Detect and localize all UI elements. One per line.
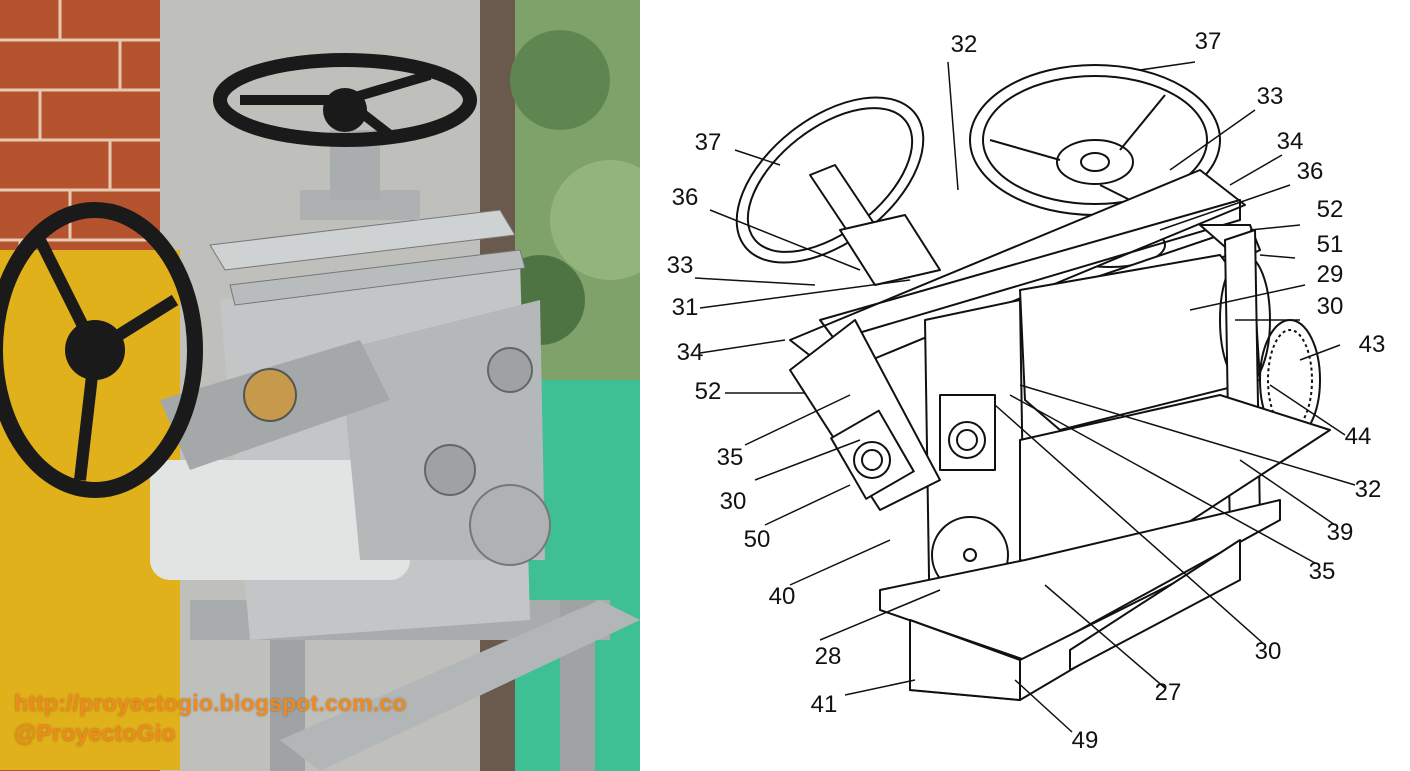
callout-37-left: 37 bbox=[694, 129, 722, 156]
roller bbox=[150, 460, 410, 580]
callout-30-right: 30 bbox=[1316, 293, 1344, 320]
front-handwheel bbox=[0, 202, 203, 498]
base-plate bbox=[879, 499, 1281, 661]
callout-35-left: 35 bbox=[716, 444, 744, 471]
callout-32-right: 32 bbox=[1354, 476, 1382, 503]
callout-35-right: 35 bbox=[1308, 558, 1336, 585]
machine-photo: http://proyectogio.blogspot.com.co @Proy… bbox=[0, 0, 640, 771]
callout-34-right: 34 bbox=[1276, 128, 1304, 155]
callout-32-top: 32 bbox=[950, 31, 978, 58]
callout-50: 50 bbox=[743, 526, 771, 553]
top-handwheel bbox=[213, 53, 477, 147]
tray-drawing bbox=[1019, 394, 1331, 581]
callout-36-right: 36 bbox=[1296, 158, 1324, 185]
diagram-drawing bbox=[694, 61, 1356, 733]
callout-29: 29 bbox=[1316, 261, 1344, 288]
callout-39: 39 bbox=[1326, 519, 1354, 546]
callout-49: 49 bbox=[1071, 727, 1099, 754]
callout-44: 44 bbox=[1344, 423, 1372, 450]
callout-40: 40 bbox=[768, 583, 796, 610]
callout-30-bottom: 30 bbox=[1254, 638, 1282, 665]
callout-37-right: 37 bbox=[1194, 28, 1222, 55]
callout-28: 28 bbox=[814, 643, 842, 670]
callout-51: 51 bbox=[1316, 231, 1344, 258]
base-block bbox=[909, 619, 1021, 701]
callout-43: 43 bbox=[1358, 331, 1386, 358]
watermark-handle: @ProyectoGio bbox=[14, 720, 176, 746]
callout-52-right: 52 bbox=[1316, 196, 1344, 223]
callout-41: 41 bbox=[810, 691, 838, 718]
side-disc bbox=[469, 484, 551, 566]
machine-photo-illustration bbox=[0, 0, 640, 771]
callout-27: 27 bbox=[1154, 679, 1182, 706]
top-plate bbox=[209, 209, 516, 271]
callout-33-right: 33 bbox=[1256, 83, 1284, 110]
callout-30-left: 30 bbox=[719, 488, 747, 515]
callout-31: 31 bbox=[671, 294, 699, 321]
callout-36-left: 36 bbox=[671, 184, 699, 211]
exploded-diagram: 32 37 37 33 34 36 36 52 51 29 30 33 31 3… bbox=[640, 0, 1410, 771]
callout-33-left: 33 bbox=[666, 252, 694, 279]
watermark-url: http://proyectogio.blogspot.com.co bbox=[14, 690, 407, 716]
callout-34-left: 34 bbox=[676, 339, 704, 366]
leader-lines bbox=[694, 61, 1356, 733]
callout-52-left: 52 bbox=[694, 378, 722, 405]
